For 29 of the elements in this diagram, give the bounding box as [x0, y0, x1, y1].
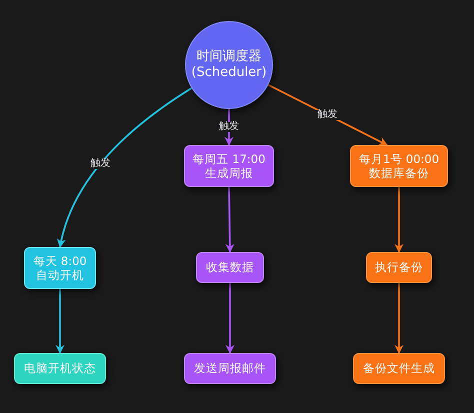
arrow [394, 283, 404, 354]
result-box [353, 353, 445, 384]
edge-label: 触发 [88, 158, 112, 169]
node-label: 收集数据 [206, 260, 254, 275]
node-label: 电脑开机状态 [24, 361, 96, 376]
node-label: 发送周报邮件 [194, 361, 266, 376]
result-box [184, 353, 276, 384]
node-label: 时间调度器 [196, 48, 262, 65]
node-label: 每周五 17:00 生成周报 [192, 152, 266, 180]
node-label: (Scheduler) [191, 65, 267, 82]
task-box [24, 247, 96, 289]
result-box [14, 353, 106, 384]
arrow [56, 289, 64, 354]
node-label: 每天 8:00 自动开机 [32, 254, 88, 282]
step-box [366, 252, 432, 283]
arrow [394, 187, 404, 253]
arrow [225, 186, 234, 253]
node-label: 每月1号 00:00 数据库备份 [358, 152, 440, 180]
edge-label: 触发 [217, 122, 241, 132]
step-box [196, 252, 264, 283]
node-label: 备份文件生成 [363, 361, 435, 376]
arrow [57, 87, 192, 248]
task-box [184, 145, 274, 187]
edge-label: 触发 [316, 110, 340, 120]
node-label: 执行备份 [375, 260, 423, 275]
arrow [224, 109, 234, 146]
task-box [350, 145, 448, 187]
arrow [268, 84, 388, 146]
arrow [226, 283, 234, 354]
